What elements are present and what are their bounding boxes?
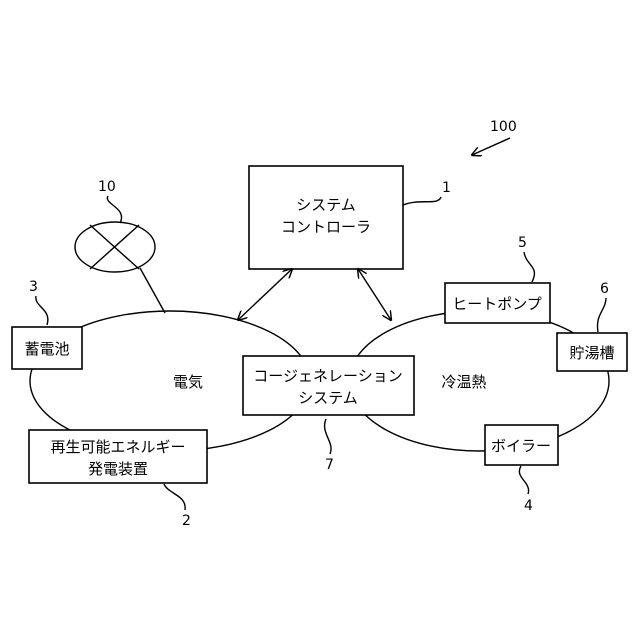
- system-controller-ref: 1: [442, 180, 451, 196]
- storage-battery-leader: [36, 296, 48, 325]
- renewable-generator-line1: 再生可能エネルギー: [50, 438, 185, 456]
- cogeneration-ref: 7: [325, 457, 334, 473]
- heat-pump-leader: [524, 252, 534, 282]
- grid-connection-line: [140, 268, 165, 313]
- storage-battery-label: 蓄電池: [24, 340, 69, 358]
- grid-meter-ref: 10: [98, 179, 116, 195]
- system-controller-line2: コントローラ: [281, 218, 371, 236]
- figure-ref-arrow: [472, 138, 510, 155]
- grid-meter-icon: [75, 222, 155, 272]
- heat-pump-label: ヒートポンプ: [452, 295, 542, 313]
- boiler-ref: 4: [524, 498, 533, 514]
- boiler-leader: [519, 466, 528, 494]
- renewable-generator-leader: [164, 484, 185, 510]
- heat-pump-ref: 5: [518, 235, 527, 251]
- cogeneration-leader: [325, 419, 331, 454]
- heat-label: 冷温熱: [441, 373, 486, 391]
- hot-water-tank-leader: [597, 298, 606, 332]
- figure-ref-label: 100: [490, 119, 517, 135]
- storage-battery-ref: 3: [29, 279, 38, 295]
- cogeneration-line2: システム: [298, 389, 358, 407]
- electricity-label: 電気: [173, 373, 203, 391]
- system-controller-line1: システム: [296, 196, 356, 214]
- hot-water-tank-label: 貯湯槽: [569, 344, 614, 362]
- controller-electricity-arrow: [238, 269, 292, 320]
- hot-water-tank-ref: 6: [600, 281, 609, 297]
- renewable-generator-ref: 2: [182, 513, 191, 529]
- grid-meter-leader: [107, 196, 121, 223]
- boiler-label: ボイラー: [491, 437, 551, 455]
- system-controller-leader: [403, 197, 441, 205]
- renewable-generator-line2: 発電装置: [88, 460, 148, 478]
- cogeneration-line1: コージェネレーション: [253, 367, 402, 385]
- controller-heat-arrow: [358, 269, 391, 320]
